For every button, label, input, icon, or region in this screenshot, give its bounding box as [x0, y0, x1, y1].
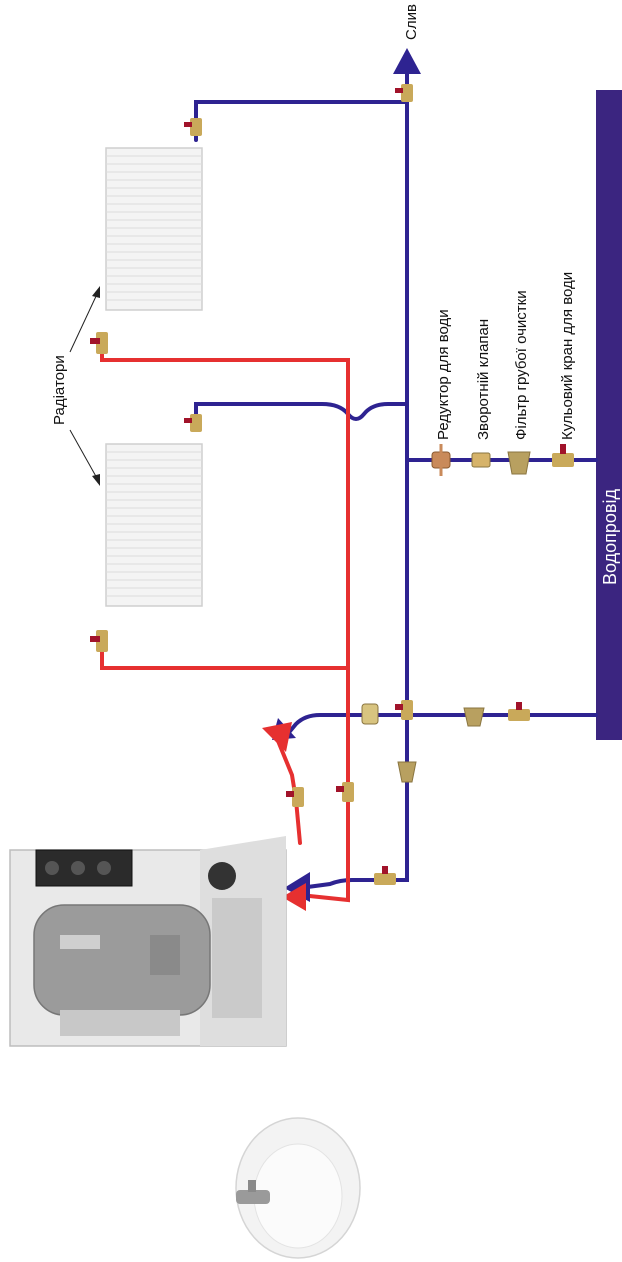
- ball-valve: [552, 444, 574, 467]
- valve-bottom-radiator-in: [90, 630, 108, 652]
- valve-sink: [286, 787, 304, 807]
- water-main-label: Водопровід: [600, 489, 620, 585]
- filter-riser-icon: [397, 761, 417, 783]
- lower-feed: [284, 713, 598, 738]
- valve-bottom-radiator-out: [184, 414, 202, 432]
- boiler-unit: [9, 836, 287, 1047]
- valve-cold-return: [374, 866, 396, 885]
- hot-into-boiler-arrow: [282, 883, 306, 911]
- radiators-pointer: [69, 291, 99, 481]
- hot-branch-bottom: [100, 638, 350, 670]
- drain-arrow: [393, 48, 421, 74]
- drain-label: Слив: [403, 4, 420, 40]
- valve-feed-main: [508, 702, 530, 721]
- check-valve: [471, 452, 491, 468]
- cold-riser: [298, 68, 409, 890]
- filter-feed-icon: [463, 707, 485, 727]
- hot-pipes: [100, 336, 350, 903]
- cold-pipes: [194, 68, 598, 890]
- boiler-tank: [33, 904, 211, 1016]
- safety-valve-icon: [361, 703, 379, 725]
- radiators-label: Радіатори: [51, 355, 68, 425]
- pressure-reducer: [431, 444, 451, 476]
- top-radiator-return: [194, 100, 409, 142]
- pressure-reducer-label: Редуктор для води: [435, 309, 452, 440]
- valve-top-radiator-in: [90, 332, 108, 354]
- radiator-bottom: [105, 443, 203, 607]
- coarse-filter: [507, 451, 531, 475]
- valve-icons: [90, 84, 530, 885]
- hot-to-boiler: [298, 888, 350, 903]
- ball-valve-label: Кульовий кран для води: [559, 272, 576, 440]
- faucet-icon: [236, 1190, 270, 1204]
- sink: [235, 1117, 361, 1259]
- bottom-radiator-return: [194, 402, 409, 424]
- radiators-pointer-arrow-bottom: [92, 474, 100, 486]
- boiler-pump: [208, 862, 236, 890]
- radiator-top: [105, 147, 203, 311]
- check-valve-label: Зворотній клапан: [475, 319, 492, 440]
- valve-top-radiator-out: [184, 118, 202, 136]
- hot-riser: [100, 336, 350, 892]
- valve-hot-riser: [336, 782, 354, 802]
- water-main-bar: [596, 90, 622, 740]
- coarse-filter-label: Фільтр грубої очистки: [513, 290, 530, 440]
- sink-inlet-arrow: [262, 722, 292, 752]
- radiators-pointer-arrow-top: [92, 286, 100, 298]
- valve-riser-mid: [395, 700, 413, 720]
- valve-drain: [395, 84, 413, 102]
